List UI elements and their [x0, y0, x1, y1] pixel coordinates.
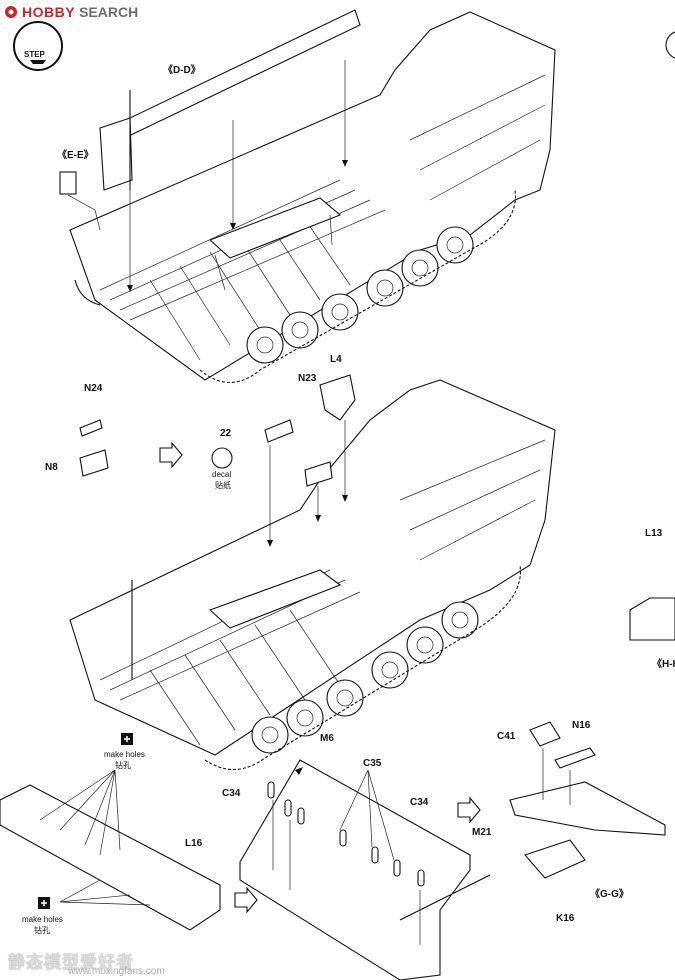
holes-label-en-2: make holes: [22, 915, 63, 924]
view-label-ee: 《E-E》: [57, 150, 94, 161]
part-label-k16: K16: [556, 913, 575, 924]
part-label-22: 22: [220, 428, 232, 439]
part-label-c34-right: C34: [410, 797, 429, 808]
decal-label-en: decal: [212, 470, 232, 479]
watermark-url: www.moxingfans.com: [68, 966, 165, 977]
view-label-dd: 《D-D》: [163, 65, 201, 76]
part-label-c41: C41: [497, 731, 516, 742]
part-label-n23: N23: [298, 373, 317, 384]
logo-text-search: SEARCH: [79, 4, 139, 20]
holes-label-en-1: make holes: [104, 750, 145, 759]
part-label-n8: N8: [45, 462, 58, 473]
step-badge-icon: [13, 21, 63, 71]
holes-label-cn-2: 钻孔: [34, 926, 50, 935]
part-label-l13: L13: [645, 528, 663, 539]
hull-top-drawing: [59, 9, 556, 383]
part-label-l4: L4: [330, 354, 342, 365]
part-label-m21: M21: [472, 827, 492, 838]
view-label-hh: 《H-H: [652, 659, 675, 670]
part-label-l16: L16: [185, 838, 203, 849]
part-label-m6: M6: [320, 733, 334, 744]
hull-middle-drawing: [69, 374, 556, 771]
site-logo[interactable]: HOBBY SEARCH: [4, 4, 138, 20]
step-number: 7: [29, 28, 42, 53]
view-label-gg: 《G-G》: [590, 889, 629, 900]
watermark: 静态模型爱好者 www.moxingfans.com: [2, 948, 202, 978]
watermark-cn: 静态模型爱好者: [8, 953, 134, 972]
decal-label-cn: 贴纸: [215, 481, 231, 490]
drill-icon: [121, 733, 133, 745]
part-label-n24: N24: [84, 383, 103, 394]
drill-icon-2: [38, 897, 50, 909]
part-label-n16: N16: [572, 720, 591, 731]
logo-disc-icon: [5, 6, 17, 18]
holes-label-cn-1: 钻孔: [115, 761, 131, 770]
bottom-parts-drawing: [0, 31, 675, 980]
step-label: STEP: [24, 50, 45, 59]
part-label-c35: C35: [363, 758, 382, 769]
part-label-c34-left: C34: [222, 788, 241, 799]
logo-text-brand: HOBBY: [22, 4, 76, 20]
